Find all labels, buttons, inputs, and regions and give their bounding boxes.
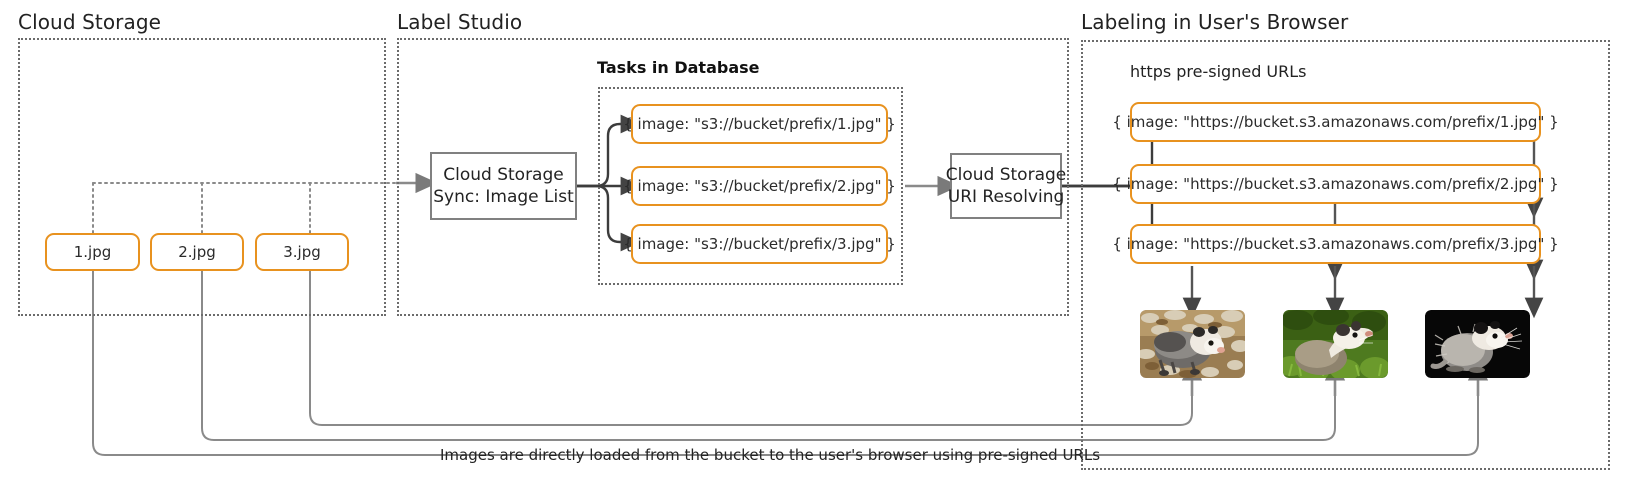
photo-opossum-leaf-litter[interactable]	[1140, 310, 1245, 378]
task-pill-1[interactable]: { image: "s3://bucket/prefix/1.jpg" }	[623, 104, 896, 144]
task-pill-2-label: { image: "s3://bucket/prefix/2.jpg" }	[623, 177, 896, 195]
tasks-in-database-title: Tasks in Database	[597, 58, 760, 77]
cloud-storage-sync-box[interactable]: Cloud Storage Sync: Image List	[430, 152, 577, 220]
group-title-browser: Labeling in User's Browser	[1081, 10, 1349, 34]
file-pill-3-label: 3.jpg	[283, 243, 321, 261]
file-pill-2-label: 2.jpg	[178, 243, 216, 261]
group-box-label-studio	[397, 38, 1069, 316]
url-pill-2[interactable]: { image: "https://bucket.s3.amazonaws.co…	[1112, 164, 1559, 204]
uri-resolving-line2: URI Resolving	[947, 187, 1065, 207]
cloud-storage-uri-resolving-box[interactable]: Cloud Storage URI Resolving	[946, 153, 1066, 219]
url-pill-3[interactable]: { image: "https://bucket.s3.amazonaws.co…	[1112, 224, 1559, 264]
photo-opossum-black-background[interactable]	[1425, 310, 1530, 378]
task-pill-3-label: { image: "s3://bucket/prefix/3.jpg" }	[623, 235, 896, 253]
file-pill-2[interactable]: 2.jpg	[150, 233, 244, 271]
uri-resolving-line1: Cloud Storage	[945, 164, 1067, 185]
https-presigned-urls-title: https pre-signed URLs	[1130, 62, 1307, 81]
group-box-cloud-storage	[18, 38, 386, 316]
tasks-in-database-box	[598, 87, 903, 285]
file-pill-1-label: 1.jpg	[73, 243, 112, 261]
file-pill-1[interactable]: 1.jpg	[45, 233, 140, 271]
bottom-caption: Images are directly loaded from the buck…	[440, 446, 1101, 464]
url-pill-2-label: { image: "https://bucket.s3.amazonaws.co…	[1112, 175, 1559, 193]
url-pill-1-label: { image: "https://bucket.s3.amazonaws.co…	[1112, 113, 1559, 131]
file-pill-3[interactable]: 3.jpg	[255, 233, 349, 271]
task-pill-1-label: { image: "s3://bucket/prefix/1.jpg" }	[623, 115, 896, 133]
url-pill-1[interactable]: { image: "https://bucket.s3.amazonaws.co…	[1112, 102, 1559, 142]
group-title-label-studio: Label Studio	[397, 10, 523, 34]
cloud-storage-sync-line1: Cloud Storage	[443, 164, 564, 185]
cloud-storage-sync-line2: Sync: Image List	[433, 187, 574, 207]
photo-opossum-green-grass[interactable]	[1283, 310, 1388, 378]
group-title-cloud-storage: Cloud Storage	[18, 10, 162, 34]
group-box-browser	[1081, 40, 1610, 470]
task-pill-2[interactable]: { image: "s3://bucket/prefix/2.jpg" }	[623, 166, 896, 206]
url-pill-3-label: { image: "https://bucket.s3.amazonaws.co…	[1112, 235, 1559, 253]
task-pill-3[interactable]: { image: "s3://bucket/prefix/3.jpg" }	[623, 224, 896, 264]
